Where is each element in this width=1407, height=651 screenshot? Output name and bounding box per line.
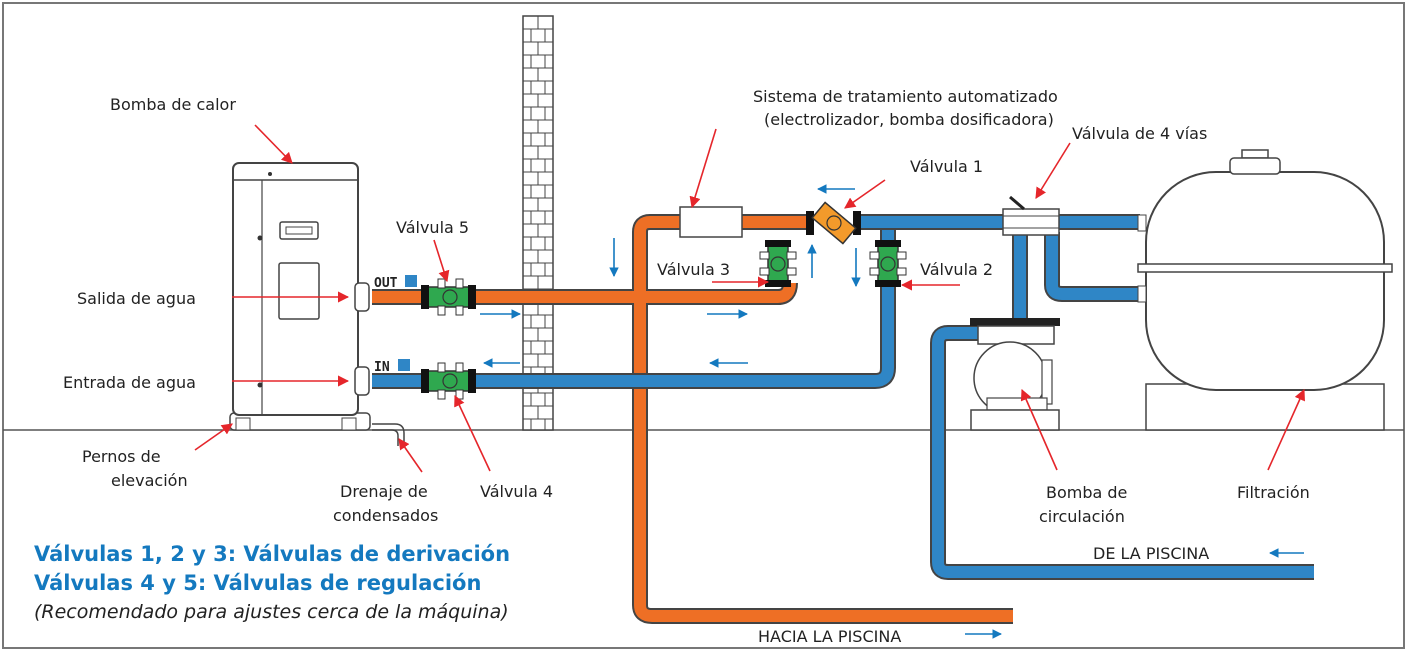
legend-bypass-valves: Válvulas 1, 2 y 3: Válvulas de derivació…: [34, 542, 511, 566]
out-tag: OUT: [374, 276, 398, 291]
filtration-label: Filtración: [1237, 483, 1310, 502]
filter-tank: [1137, 149, 1393, 431]
condensate-label-2: condensados: [333, 506, 438, 525]
heat-pump-label: Bomba de calor: [110, 95, 236, 114]
legend-regulation-valves: Válvulas 4 y 5: Válvulas de regulación: [34, 571, 482, 595]
valve-1-label: Válvula 1: [910, 157, 983, 176]
valve-5-label: Válvula 5: [396, 218, 469, 237]
circulation-pump-label-2: circulación: [1039, 507, 1125, 526]
in-tag-icon: [398, 359, 410, 371]
legend-recommendation: (Recomendado para ajustes cerca de la má…: [34, 601, 509, 623]
treatment-system-box: [679, 206, 743, 238]
valve-3-label: Válvula 3: [657, 260, 730, 279]
valve-2-label: Válvula 2: [920, 260, 993, 279]
out-tag-icon: [405, 275, 417, 287]
valve-4-label: Válvula 4: [480, 482, 553, 501]
lift-bolts-label-2: elevación: [111, 471, 188, 490]
brick-wall: [522, 15, 554, 431]
valve-1[interactable]: [806, 201, 861, 245]
water-out-label: Salida de agua: [77, 289, 196, 308]
lift-bolts-label-1: Pernos de: [82, 447, 161, 466]
pointer-arrows: [194, 124, 1305, 473]
heat-pump-unit: [229, 162, 371, 431]
circulation-pump: [970, 318, 1060, 431]
to-pool-label: HACIA LA PISCINA: [758, 627, 901, 646]
valve-4[interactable]: [421, 362, 476, 400]
circulation-pump-label-1: Bomba de: [1046, 483, 1127, 502]
treatment-label-1: Sistema de tratamiento automatizado: [753, 87, 1058, 106]
condensate-label-1: Drenaje de: [340, 482, 428, 501]
from-pool-label: DE LA PISCINA: [1093, 544, 1209, 563]
valve-5[interactable]: [421, 278, 476, 316]
flow-arrows: [480, 184, 1304, 639]
legend: Válvulas 1, 2 y 3: Válvulas de derivació…: [34, 540, 510, 626]
in-tag: IN: [374, 360, 390, 375]
treatment-label-2: (electrolizador, bomba dosificadora): [764, 110, 1054, 129]
four-way-valve-label: Válvula de 4 vías: [1072, 124, 1207, 143]
condensate-drain: [372, 423, 405, 446]
valve-3[interactable]: [759, 240, 797, 287]
water-in-label: Entrada de agua: [63, 373, 196, 392]
four-way-valve[interactable]: [1002, 195, 1060, 236]
valve-2[interactable]: [869, 240, 907, 287]
